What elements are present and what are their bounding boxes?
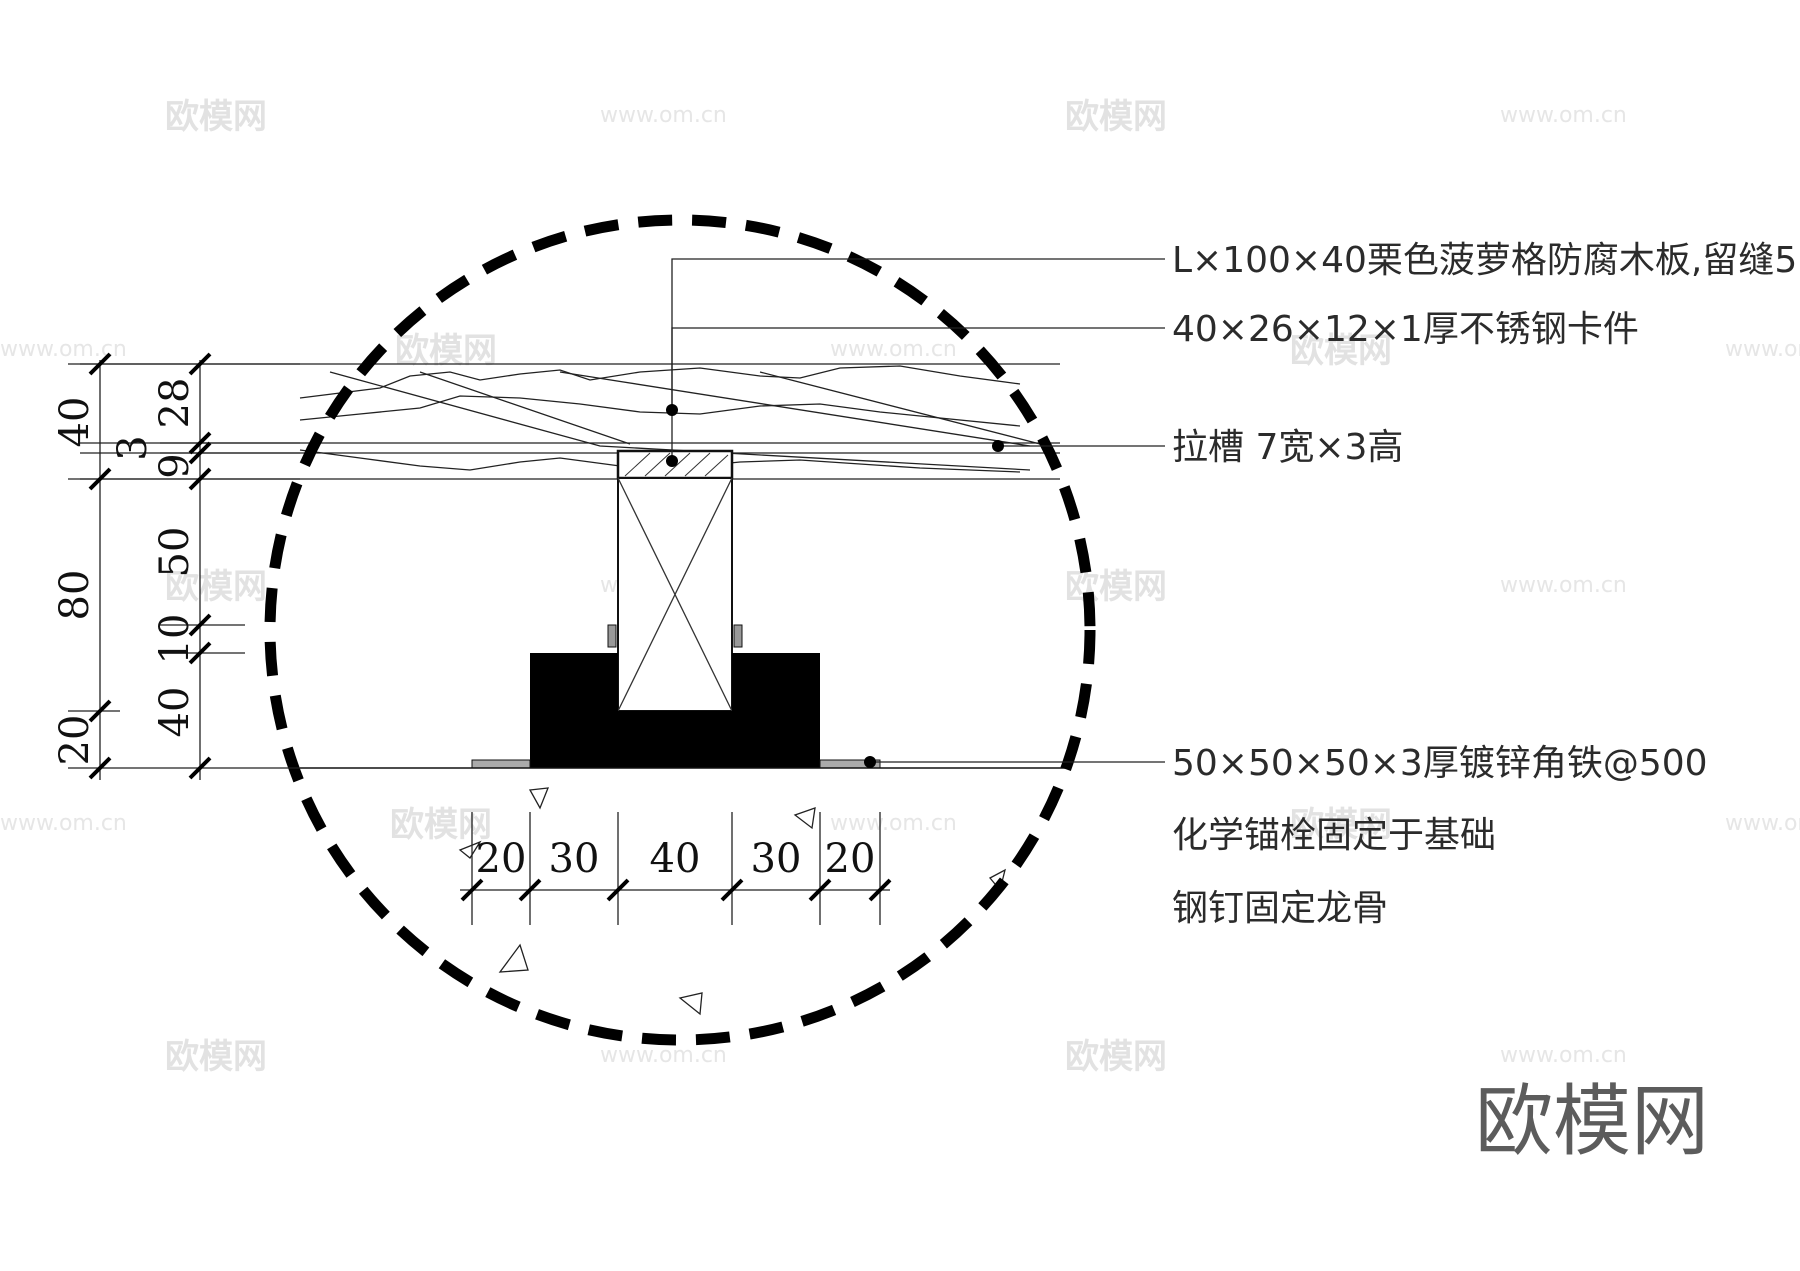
dim-label-outer: 20 (52, 715, 98, 766)
annotation-clip: 40×26×12×1厚不锈钢卡件 (1172, 309, 1639, 350)
dim-label-inner: 10 (152, 614, 198, 665)
watermark-url: www.om.cn (1725, 811, 1800, 836)
dimension-ticks-bottom (460, 878, 892, 902)
annotation-board: L×100×40栗色菠萝格防腐木板,留缝5 (1172, 240, 1797, 281)
dim-label-inner: 3 (110, 435, 156, 460)
annotation-nail: 钢钉固定龙骨 (1172, 888, 1388, 929)
watermark-logo: 欧模网 (1290, 331, 1392, 371)
watermark-logo: 欧模网 (1065, 567, 1167, 607)
watermark-url: www.om.cn (0, 811, 127, 836)
watermark-url: www.om.cn (1500, 573, 1627, 598)
watermark-url: www.om.cn (600, 1043, 727, 1068)
concrete-hatch (458, 787, 1006, 1016)
watermark-logo: 欧模网 (1290, 805, 1392, 845)
watermark-logo: 欧模网 (165, 1037, 267, 1077)
watermark-layer: 欧模网 www.om.cn 欧模网 www.om.cn www.om.cn 欧模… (0, 97, 1800, 1077)
dimension-values-bottom: 20 30 40 30 20 (476, 836, 876, 882)
watermark-logo: 欧模网 (395, 331, 497, 371)
annotation-groove: 拉槽 7宽×3高 (1172, 427, 1403, 468)
watermark-url: www.om.cn (1500, 103, 1627, 128)
detail-callout-circle (264, 214, 1096, 1046)
watermark-logo: 欧模网 (1065, 97, 1167, 137)
dimension-values-left: 40 80 20 28 3 9 50 10 40 (52, 378, 198, 766)
watermark-logo: 欧模网 (165, 567, 267, 607)
annotation-angle-iron: 50×50×50×3厚镀锌角铁@500 (1172, 743, 1708, 784)
dim-label-inner: 50 (152, 527, 198, 578)
dim-label-inner: 28 (152, 378, 198, 429)
dim-label-bottom: 20 (476, 836, 527, 882)
leader-dots (666, 404, 1004, 768)
watermark-url: www.om.cn (830, 337, 957, 362)
decking-board (80, 363, 1060, 480)
dim-label-bottom: 20 (825, 836, 876, 882)
dimension-ticks-left (88, 352, 212, 780)
dim-label-bottom: 30 (549, 836, 600, 882)
dim-label-outer: 80 (52, 570, 98, 621)
watermark-logo: 欧模网 (165, 97, 267, 137)
watermark-url: www.om.cn (600, 103, 727, 128)
brand-logo: 欧模网 (1475, 1077, 1709, 1167)
watermark-logo: 欧模网 (390, 805, 492, 845)
watermark-url: www.om.cn (830, 811, 957, 836)
annotation-anchor: 化学锚栓固定于基础 (1172, 815, 1496, 856)
dim-label-inner: 9 (152, 453, 198, 478)
dim-label-bottom: 40 (650, 836, 701, 882)
watermark-logo: 欧模网 (1065, 1037, 1167, 1077)
dim-label-bottom: 30 (751, 836, 802, 882)
watermark-url: www.om.cn (1500, 1043, 1627, 1068)
timber-joist (607, 477, 743, 712)
angle-iron (530, 653, 820, 768)
leader-lines (671, 258, 1165, 763)
dim-label-outer: 40 (52, 397, 98, 448)
dim-label-inner: 40 (152, 687, 198, 738)
watermark-url: www.om.cn (1725, 337, 1800, 362)
